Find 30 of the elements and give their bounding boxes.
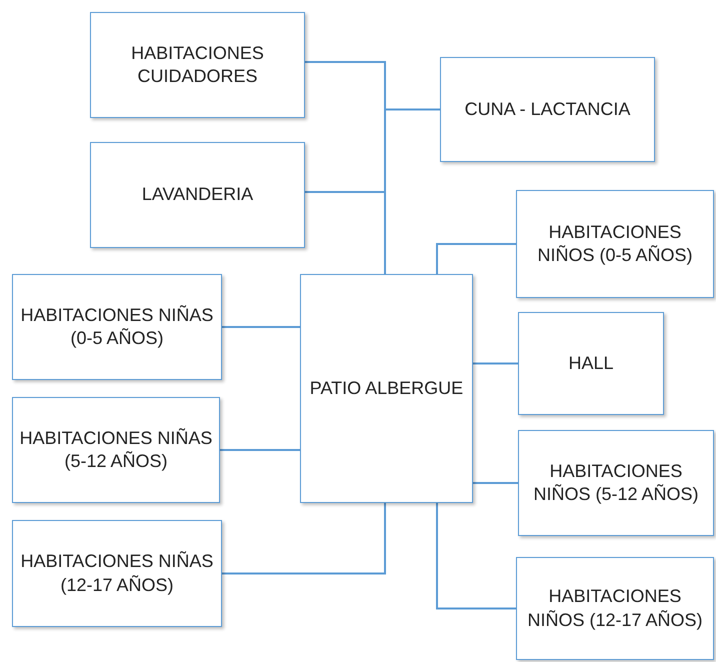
connector-line [436,243,516,274]
room-box [12,520,222,627]
connector-line [222,326,300,328]
room-box [516,557,714,660]
room-label: CUNA - LACTANCIA [464,98,630,121]
room-box [90,12,305,118]
room-box [516,190,714,298]
connector-line [305,191,386,274]
room-box [90,142,305,248]
room-label: HABITACIONES NIÑAS (12-17 AÑOS) [20,550,214,597]
room-box [300,274,473,503]
connector-line [436,503,516,610]
room-label: HABITACIONES CUIDADORES [130,42,265,88]
room-label: HABITACIONES NIÑOS (0-5 AÑOS) [536,220,694,267]
connector-line [222,503,386,574]
room-label: HABITACIONES NIÑAS (0-5 AÑOS) [20,304,214,350]
room-box [518,312,664,415]
connector-line [473,482,518,484]
connector-line [220,449,300,451]
room-label: HABITACIONES NIÑOS (5-12 AÑOS) [532,460,700,506]
room-label: LAVANDERIA [142,183,254,206]
room-box [12,397,220,503]
room-label: HALL [568,352,614,375]
room-box [518,430,714,536]
room-box [440,57,655,162]
connector-line [473,362,518,364]
room-label: HABITACIONES NIÑAS (5-12 AÑOS) [19,426,213,473]
room-label: HABITACIONES NIÑOS (12-17 AÑOS) [526,585,704,632]
room-box [12,274,222,380]
room-label: PATIO ALBERGUE [310,376,464,400]
